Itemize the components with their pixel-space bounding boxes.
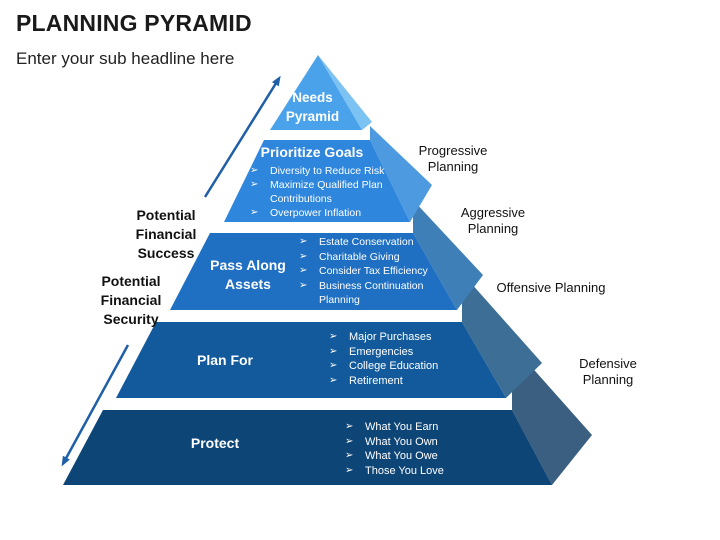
down-arrow [61, 344, 130, 467]
list-item: Estate Conservation [297, 235, 447, 250]
list-item: What You Earn [343, 420, 483, 435]
list-item: Retirement [327, 374, 477, 389]
list-item: Maximize Qualified Plan Contributions [248, 178, 408, 206]
tier-prioritize-name: Prioritize Goals [260, 144, 364, 160]
tier-protect-name: Protect [190, 435, 240, 451]
list-item: Those You Love [343, 464, 483, 479]
label-potential-security: Potential Financial Security [100, 273, 162, 327]
list-item: Diversity to Reduce Risk [248, 164, 408, 178]
list-item: College Education [327, 359, 477, 374]
side-label-progressive: Progressive Planning [418, 143, 488, 174]
tier-plan-for-side [462, 273, 542, 398]
side-label-offensive: Offensive Planning [496, 280, 606, 295]
list-item: Emergencies [327, 345, 477, 360]
label-potential-success: Potential Financial Success [135, 207, 197, 261]
tier-needs-side [318, 55, 372, 130]
tier-plan-for-bullets: Major Purchases Emergencies College Educ… [327, 330, 477, 388]
side-label-defensive: Defensive Planning [579, 356, 637, 387]
list-item: What You Owe [343, 449, 483, 464]
tier-needs-name: Needs Pyramid [285, 90, 340, 124]
list-item: What You Own [343, 435, 483, 450]
list-item: Overpower Inflation [248, 206, 408, 220]
slide-title: PLANNING PYRAMID [16, 10, 252, 36]
tier-pass-along-side [413, 200, 483, 310]
tier-pass-along-bullets: Estate Conservation Charitable Giving Co… [297, 235, 447, 308]
list-item: Business Continuation Planning [297, 279, 447, 308]
tier-protect-bullets: What You Earn What You Own What You Owe … [343, 420, 483, 478]
slide-subtitle: Enter your sub headline here [16, 49, 235, 68]
tier-plan-for-name: Plan For [196, 352, 253, 368]
tier-needs-face [270, 55, 362, 130]
list-item: Charitable Giving [297, 250, 447, 265]
tier-prioritize-bullets: Diversity to Reduce Risk Maximize Qualif… [248, 164, 408, 220]
up-arrow [203, 75, 281, 198]
tier-protect-side [512, 345, 592, 485]
tier-pass-along-name: Pass Along Assets [210, 257, 286, 292]
list-item: Major Purchases [327, 330, 477, 345]
side-label-aggressive: Aggressive Planning [460, 205, 526, 236]
list-item: Consider Tax Efficiency [297, 264, 447, 279]
